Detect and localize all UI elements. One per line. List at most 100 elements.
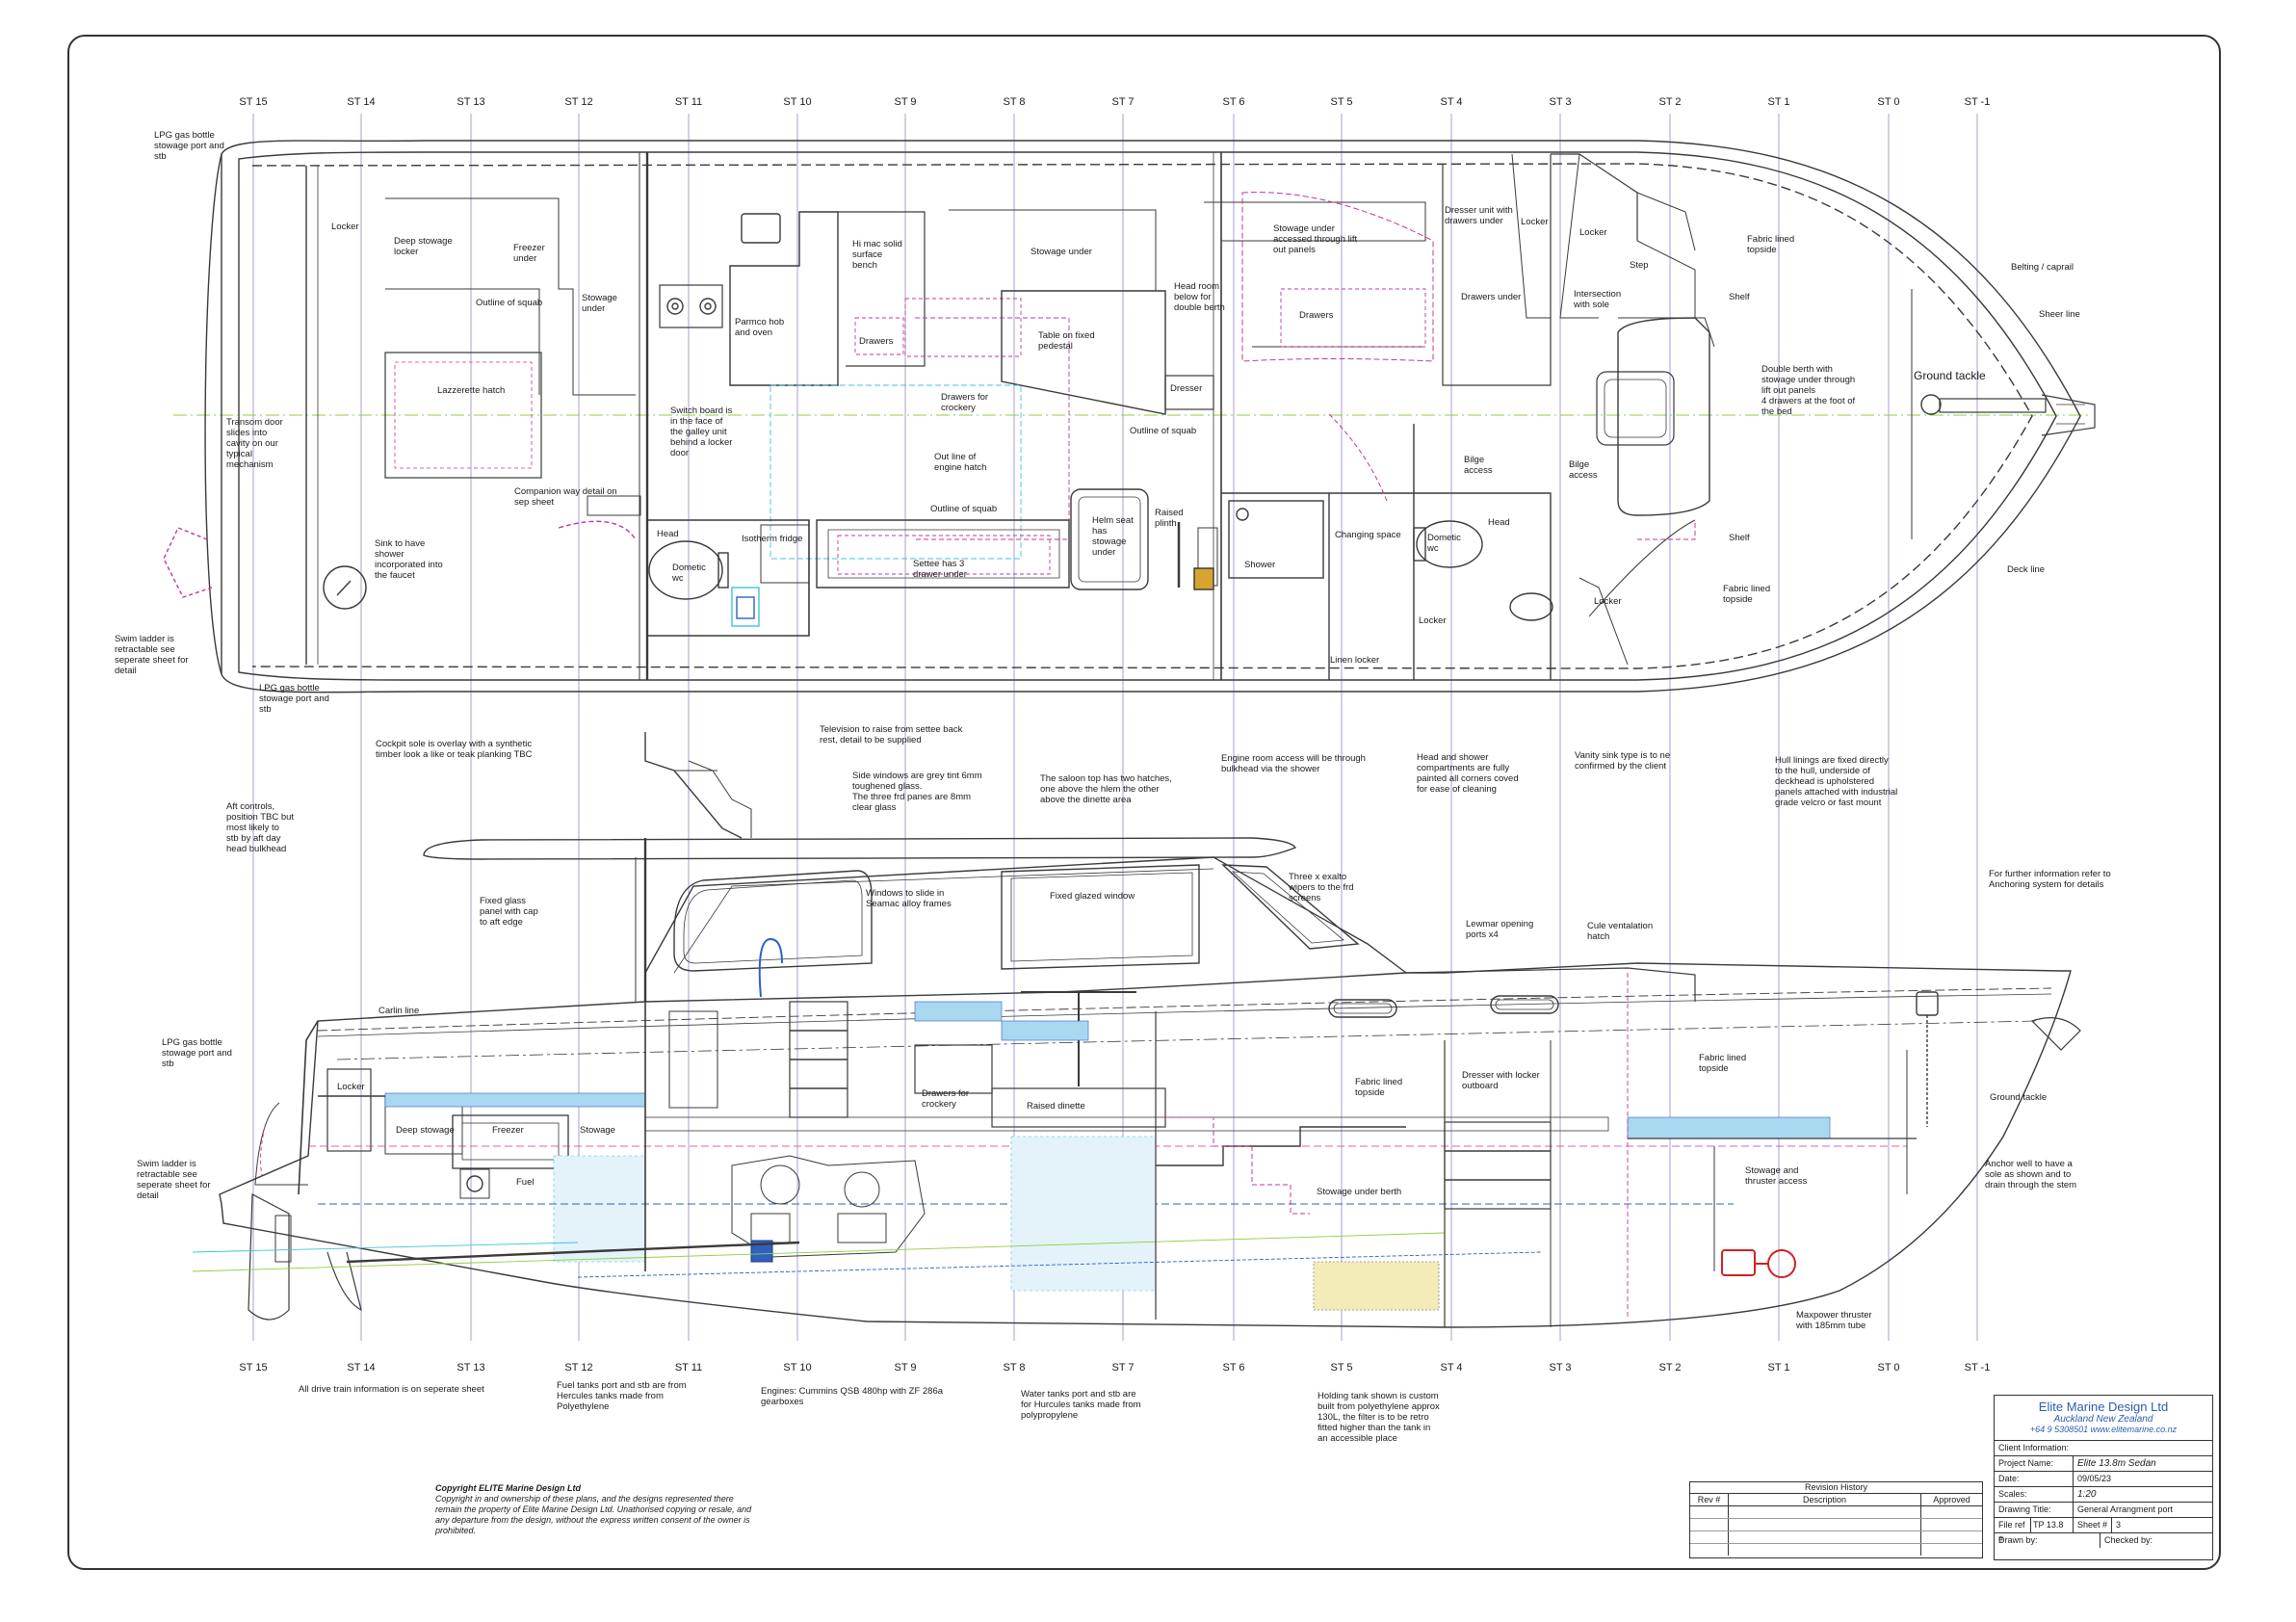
station-label: ST 11 [674,1362,703,1373]
profile-label-freezer: Freezer [492,1125,524,1136]
station-label: ST 4 [1440,96,1463,108]
profile-label-windows-slide: Windows to slide in Seamac alloy frames [866,888,952,909]
plan-label-helm-seat: Helm seat has stowage under [1092,515,1134,558]
plan-label-locker: Locker [331,222,359,232]
plan-label-lazzerette: Lazzerette hatch [437,385,506,396]
note-lpg-profile: LPG gas bottle stowage port and stb [162,1037,232,1069]
profile-label-thruster-access: Stowage and thruster access [1745,1165,1808,1187]
profile-label-fabric-2: Fabric lined topside [1699,1053,1747,1074]
profile-label-locker: Locker [337,1082,365,1092]
profile-label-stowage-berth: Stowage under berth [1317,1187,1402,1197]
plan-label-changing: Changing space [1335,530,1401,540]
plan-label-sink: Sink to have shower incorporated into th… [375,538,443,581]
station-label: ST 13 [457,96,485,108]
plan-label-hob: Parmco hob and oven [735,317,785,338]
profile-label-fixed-window: Fixed glazed window [1050,891,1135,902]
profile-label-wipers: Three x exalto wipers to the frd screens [1289,872,1354,903]
plan-label-stowage-under-saloon: Stowage under [1031,247,1092,257]
profile-label-carlin: Carlin line [378,1006,420,1016]
station-label: ST 6 [1222,96,1245,108]
plan-label-locker-c: Locker [1594,596,1622,607]
tb-date-value: 09/05/23 [2077,1474,2112,1483]
profile-hardtop [423,837,1297,860]
station-label: ST 2 [1658,96,1682,108]
plan-label-step: Step [1630,260,1649,271]
note-engine-access: Engine room access will be through bulkh… [1221,753,1366,774]
plan-label-stowage-under: Stowage under [582,293,617,314]
note-side-windows: Side windows are grey tint 6mm toughened… [852,771,982,813]
plan-label-switchboard: Switch board is in the face of the galle… [670,406,733,458]
note-swim-ladder-profile: Swim ladder is retractable see seperate … [137,1159,211,1201]
plan-label-drawers-fwd: Drawers [1299,310,1334,321]
revision-title: Revision History [1690,1482,1982,1494]
plan-label-head-fwd: Head [1488,517,1510,528]
plan-label-locker-fwd: Locker [1419,615,1447,626]
station-label: ST 10 [783,1362,812,1373]
profile-label-deep-stowage: Deep stowage [396,1125,455,1136]
plan-label-table: Table on fixed pedestal [1038,330,1095,352]
station-label: ST 6 [1222,1362,1245,1373]
station-label: ST 8 [1003,1362,1026,1373]
plan-label-shelf-1: Shelf [1729,292,1750,302]
station-label: ST 4 [1440,1362,1463,1373]
station-label: ST 0 [1877,1362,1900,1373]
revision-col-description: Description [1729,1494,1921,1505]
tb-row-client: Client Information: [1995,1441,2212,1456]
note-engines: Engines: Cummins QSB 480hp with ZF 286a … [761,1386,944,1407]
title-block: Elite Marine Design Ltd Auckland New Zea… [1994,1395,2213,1560]
tb-scale-label: Scales: [1995,1487,2074,1502]
copyright-heading: Copyright ELITE Marine Design Ltd [435,1483,582,1493]
station-label: ST 7 [1111,96,1135,108]
plan-label-ground-tackle: Ground tackle [1914,369,1986,382]
note-drive-train: All drive train information is on sepera… [299,1384,484,1395]
profile-label-stowage: Stowage [580,1125,615,1136]
tb-sheet-value: 3 [2116,1520,2122,1530]
engine-drawing [731,1155,926,1263]
note-water-tanks: Water tanks port and stb are for Hurcule… [1021,1389,1141,1421]
plan-label-bilge-1: Bilge access [1464,455,1493,476]
station-label: ST 3 [1549,96,1572,108]
saloon-side-window-fwd [1001,864,1200,970]
plan-label-shelf-2: Shelf [1729,533,1750,543]
note-anchor-well: Anchor well to have a sole as shown and … [1985,1159,2077,1190]
plan-view [163,140,2096,693]
plan-label-sheer: Sheer line [2039,309,2080,320]
company-contact: +64 9 5308501 www.elitemarine.co.nz [2029,1425,2178,1434]
plan-label-wc-aft: Dometic wc [672,562,706,584]
plan-label-transom-door: Transom door slides into cavity on our t… [226,417,283,470]
plan-label-linen: Linen locker [1330,655,1380,666]
plan-label-raised-plinth: Raised plinth [1155,508,1184,529]
tb-drawn-label: Drawn by: [1995,1533,2100,1548]
plan-label-engine-hatch: Out line of engine hatch [934,452,987,473]
plan-label-head-room: Head room below for double berth [1174,281,1225,313]
profile-label-ventilation: Cule ventalation hatch [1587,921,1654,942]
note-television: Television to raise from settee back res… [820,724,963,746]
plan-label-drawers-crockery: Drawers for crockery [941,392,989,413]
note-hull-linings: Hull linings are fixed directly to the h… [1775,755,1898,808]
station-label: ST -1 [1964,96,1991,108]
tb-project-value: Elite 13.8m Sedan [2077,1458,2156,1469]
plan-label-deep-stowage: Deep stowage locker [394,236,453,257]
note-fixed-glass: Fixed glass panel with cap to aft edge [480,896,538,928]
plan-label-outline-squab-2: Outline of squab [930,504,998,514]
station-label: ST 1 [1767,1362,1790,1373]
profile-label-lewmar: Lewmar opening ports x4 [1466,919,1534,940]
tb-file-label: File ref # [1995,1518,2031,1544]
revision-col-rev: Rev # [1690,1494,1729,1505]
drawing-border [67,35,2221,1570]
plan-label-companion: Companion way detail on sep sheet [514,486,617,508]
tb-sheet-label: Sheet # [2074,1518,2112,1532]
plan-label-fabric-1: Fabric lined topside [1747,234,1795,255]
profile-hull [219,962,2072,1328]
plan-label-drawers: Drawers [859,336,894,347]
plan-label-intersection: Intersection with sole [1574,289,1622,310]
copyright-body: Copyright in and ownership of these plan… [435,1494,752,1535]
plan-label-dresser: Dresser [1170,383,1203,394]
tb-row-project: Project Name:Elite 13.8m Sedan [1995,1456,2212,1472]
station-label: ST 9 [894,96,917,108]
station-label: ST 12 [564,1362,593,1373]
plan-label-bench: Hi mac solid surface bench [852,239,902,271]
plan-label-freezer: Freezer under [513,243,545,264]
plan-label-outline-squab-3: Outline of squab [1130,426,1197,436]
